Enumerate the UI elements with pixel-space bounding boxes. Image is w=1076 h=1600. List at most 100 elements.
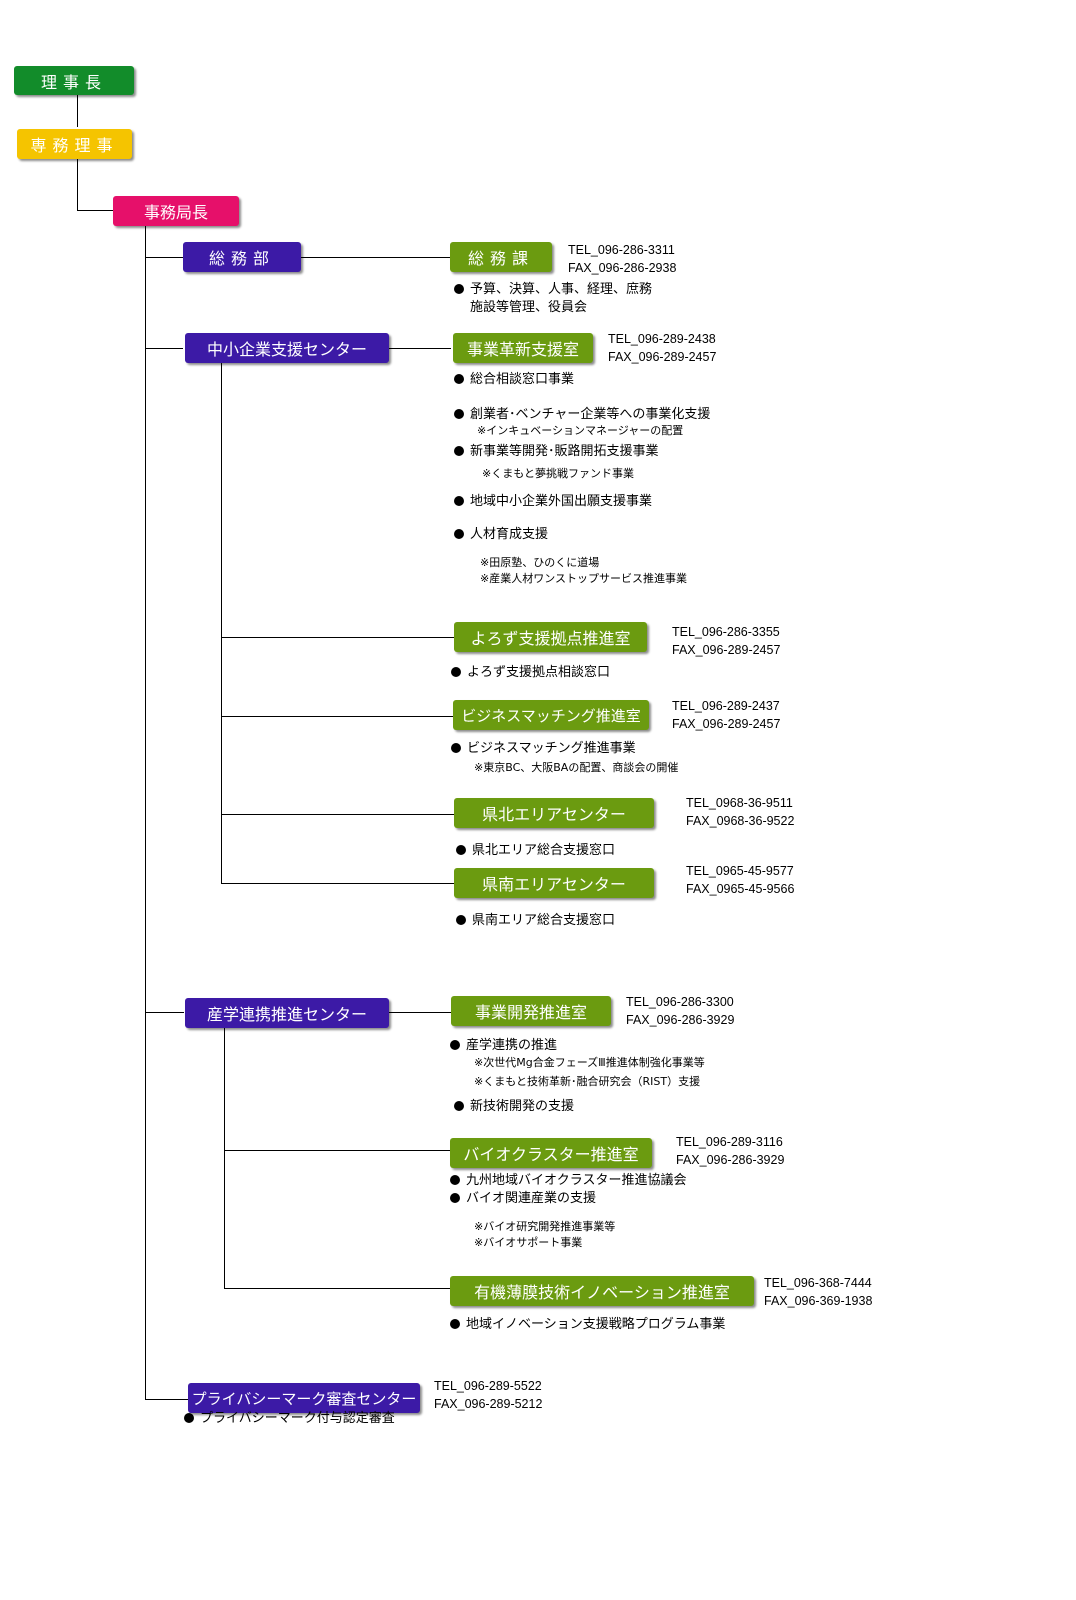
box-chusho-center: 中小企業支援センター [185, 333, 389, 363]
duty-note: ※田原塾、ひのくに道場 [480, 556, 600, 569]
duty-text: 県北エリア総合支援窓口 [472, 843, 616, 858]
bullet-icon [450, 1193, 460, 1203]
duty-text: 総合相談窓口事業 [470, 372, 575, 387]
box-somubu: 総務部 [183, 242, 301, 272]
box-business-matching: ビジネスマッチング推進室 [453, 700, 649, 730]
contact-bio-cluster: TEL_096-289-3116 FAX_096-286-3929 [676, 1133, 784, 1169]
box-somuka: 総務課 [450, 242, 552, 272]
bullet-icon [451, 667, 461, 677]
connector-line [145, 225, 146, 1399]
duty-item: よろず支援拠点相談窓口 [451, 664, 610, 681]
fax-text: FAX_096-286-3929 [626, 1013, 735, 1027]
box-jigyo-kakushin: 事業革新支援室 [453, 333, 593, 363]
duty-text: 人材育成支援 [470, 527, 549, 542]
bullet-icon [454, 496, 464, 506]
duty-text: バイオ関連産業の支援 [466, 1191, 597, 1206]
tel-text: TEL_096-289-5522 [434, 1379, 542, 1393]
fax-text: FAX_096-289-5212 [434, 1397, 543, 1411]
tel-text: TEL_0965-45-9577 [686, 864, 794, 878]
duty-item: 人材育成支援 [454, 526, 548, 543]
tel-text: TEL_096-368-7444 [764, 1276, 872, 1290]
duty-item: 地域中小企業外国出願支援事業 [454, 493, 652, 510]
connector-line [221, 362, 222, 883]
duty-text: 九州地域バイオクラスター推進協議会 [466, 1173, 687, 1188]
bullet-icon [450, 1040, 460, 1050]
duty-item: 地域イノベーション支援戦略プログラム事業 [450, 1316, 725, 1333]
duty-item: 産学連携の推進 [450, 1037, 557, 1054]
duty-text: ビジネスマッチング推進事業 [467, 741, 636, 756]
duty-text: 創業者･ベンチャー企業等への事業化支援 [470, 407, 711, 422]
duty-text: 予算、決算、人事、経理、庶務 [470, 282, 653, 297]
bullet-icon [451, 743, 461, 753]
tel-text: TEL_096-289-2438 [608, 332, 716, 346]
duty-text: 県南エリア総合支援窓口 [472, 913, 616, 928]
fax-text: FAX_096-289-2457 [672, 643, 781, 657]
fax-text: FAX_0968-36-9522 [686, 814, 795, 828]
bullet-icon [456, 915, 466, 925]
bullet-icon [456, 845, 466, 855]
duty-item: 予算、決算、人事、経理、庶務 [454, 281, 652, 298]
duty-note: ※インキュベーションマネージャーの配置 [477, 424, 684, 437]
contact-yuki-hakumaku: TEL_096-368-7444 FAX_096-369-1938 [764, 1274, 872, 1310]
tel-text: TEL_096-286-3300 [626, 995, 734, 1009]
box-yuki-hakumaku: 有機薄膜技術イノベーション推進室 [450, 1276, 754, 1306]
duty-text: 地域イノベーション支援戦略プログラム事業 [466, 1317, 726, 1332]
connector-line [145, 1399, 188, 1400]
connector-line [221, 883, 454, 884]
duty-text: よろず支援拠点相談窓口 [467, 665, 611, 680]
contact-jigyo-kakushin: TEL_096-289-2438 FAX_096-289-2457 [608, 330, 716, 366]
fax-text: FAX_096-286-3929 [676, 1153, 785, 1167]
fax-text: FAX_096-289-2457 [608, 350, 717, 364]
fax-text: FAX_096-289-2457 [672, 717, 781, 731]
connector-line [145, 1012, 184, 1013]
duty-item: 施設等管理、役員会 [470, 299, 587, 316]
bullet-icon [454, 409, 464, 419]
duty-note: ※産業人材ワンストップサービス推進事業 [480, 572, 687, 585]
duty-note: ※東京BC、大阪BAの配置、商談会の開催 [474, 761, 679, 774]
fax-text: FAX_096-286-2938 [568, 261, 677, 275]
bullet-icon [184, 1413, 194, 1423]
box-senmu-riji: 専務理事 [17, 129, 132, 159]
tel-text: TEL_0968-36-9511 [686, 796, 793, 810]
connector-line [145, 257, 183, 258]
duty-item: 創業者･ベンチャー企業等への事業化支援 [454, 406, 710, 423]
bullet-icon [450, 1319, 460, 1329]
connector-line [221, 716, 454, 717]
duty-item: 九州地域バイオクラスター推進協議会 [450, 1172, 686, 1189]
duty-item: 県北エリア総合支援窓口 [456, 842, 615, 859]
tel-text: TEL_096-286-3355 [672, 625, 780, 639]
contact-business-matching: TEL_096-289-2437 FAX_096-289-2457 [672, 697, 780, 733]
connector-line [77, 95, 78, 127]
box-jimukyokucho: 事務局長 [113, 196, 239, 226]
bullet-icon [454, 446, 464, 456]
duty-item: ビジネスマッチング推進事業 [451, 740, 636, 757]
box-privacy-center: プライバシーマーク審査センター [188, 1383, 420, 1413]
box-kennan: 県南エリアセンター [454, 868, 654, 898]
box-bio-cluster: バイオクラスター推進室 [450, 1138, 652, 1168]
box-kenhoku: 県北エリアセンター [454, 798, 654, 828]
bullet-icon [454, 284, 464, 294]
box-jigyo-kaihatsu: 事業開発推進室 [451, 996, 611, 1026]
duty-note: ※次世代Mg合金フェーズⅢ推進体制強化事業等 [474, 1056, 705, 1069]
bullet-icon [454, 1101, 464, 1111]
duty-item: 新技術開発の支援 [454, 1098, 574, 1115]
connector-line [145, 348, 183, 349]
contact-somuka: TEL_096-286-3311 FAX_096-286-2938 [568, 241, 676, 277]
duty-text: 新事業等開発･販路開拓支援事業 [470, 444, 659, 459]
connector-line [224, 1028, 225, 1288]
duty-note: ※バイオ研究開発推進事業等 [474, 1220, 616, 1233]
connector-line [389, 348, 451, 349]
tel-text: TEL_096-286-3311 [568, 243, 675, 257]
bullet-icon [454, 374, 464, 384]
duty-text: 地域中小企業外国出願支援事業 [470, 494, 653, 509]
connector-line [77, 157, 78, 210]
contact-jigyo-kaihatsu: TEL_096-286-3300 FAX_096-286-3929 [626, 993, 734, 1029]
bullet-icon [450, 1175, 460, 1185]
box-yorozu: よろず支援拠点推進室 [454, 622, 647, 652]
fax-text: FAX_0965-45-9566 [686, 882, 795, 896]
bullet-icon [454, 529, 464, 539]
contact-yorozu: TEL_096-286-3355 FAX_096-289-2457 [672, 623, 780, 659]
connector-line [389, 1012, 451, 1013]
duty-item: 県南エリア総合支援窓口 [456, 912, 615, 929]
connector-line [301, 257, 450, 258]
